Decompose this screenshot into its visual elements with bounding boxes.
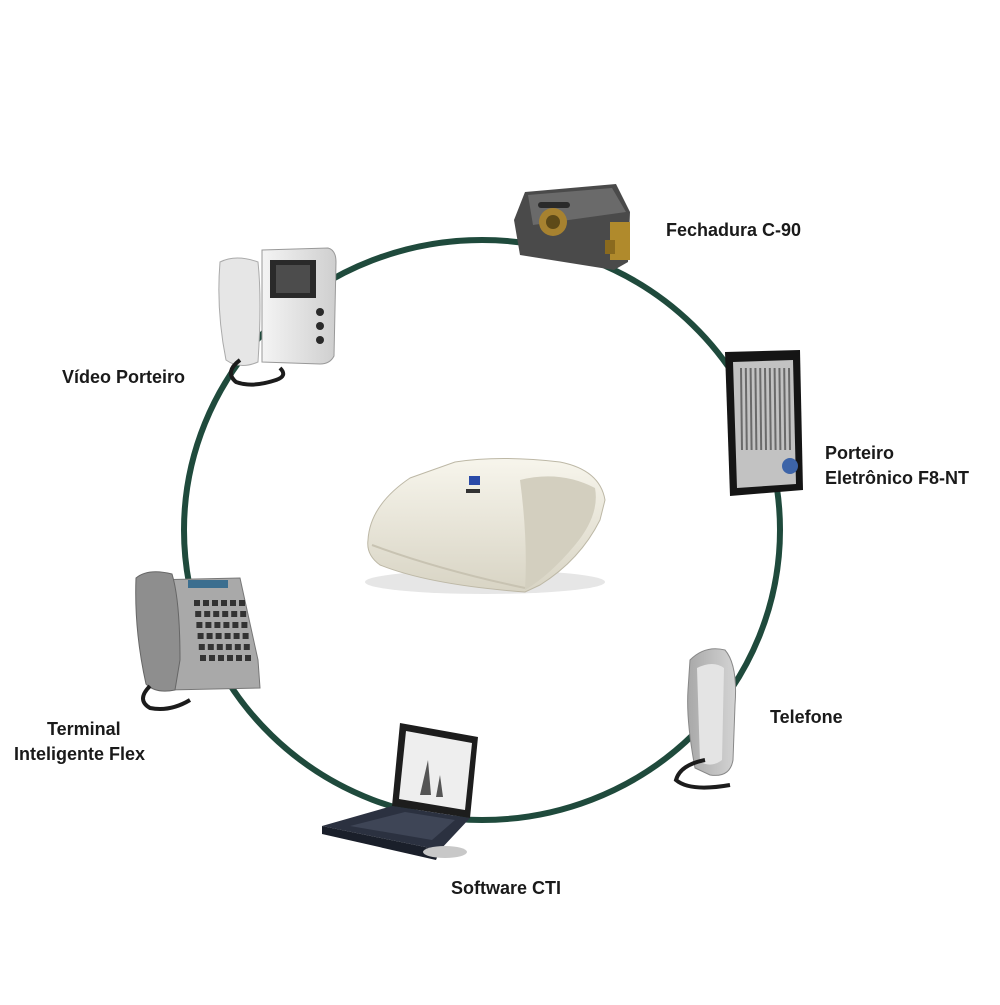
device-label-line: Porteiro bbox=[825, 443, 895, 463]
device-label-fechadura: Fechadura C-90 bbox=[666, 218, 801, 243]
desk-phone-icon bbox=[135, 571, 261, 711]
device-label-video-porteiro: Vídeo Porteiro bbox=[62, 365, 185, 390]
device-label-line: Telefone bbox=[770, 707, 843, 727]
device-label-terminal-flex: Terminal Inteligente Flex bbox=[14, 717, 145, 767]
device-label-software-cti: Software CTI bbox=[451, 876, 561, 901]
connection-ring bbox=[181, 237, 783, 823]
device-label-line: Vídeo Porteiro bbox=[62, 367, 186, 387]
device-label-telefone: Telefone bbox=[770, 705, 843, 730]
device-label-line: Fechadura C-90 bbox=[666, 220, 802, 240]
device-label-line: Eletrônico F8-NT bbox=[825, 468, 970, 488]
device-label-line: Terminal bbox=[47, 719, 121, 739]
laptop-icon bbox=[322, 723, 478, 860]
device-label-porteiro-eletronico: Porteiro Eletrônico F8-NT bbox=[825, 441, 969, 491]
intercom-panel-icon bbox=[725, 350, 803, 496]
device-label-line: Inteligente Flex bbox=[14, 744, 146, 764]
wall-phone-icon bbox=[673, 648, 736, 790]
electric-lock-icon bbox=[514, 184, 630, 270]
device-label-line: Software CTI bbox=[451, 878, 562, 898]
central-unit-icon bbox=[365, 458, 606, 594]
video-door-phone-icon bbox=[218, 247, 337, 387]
